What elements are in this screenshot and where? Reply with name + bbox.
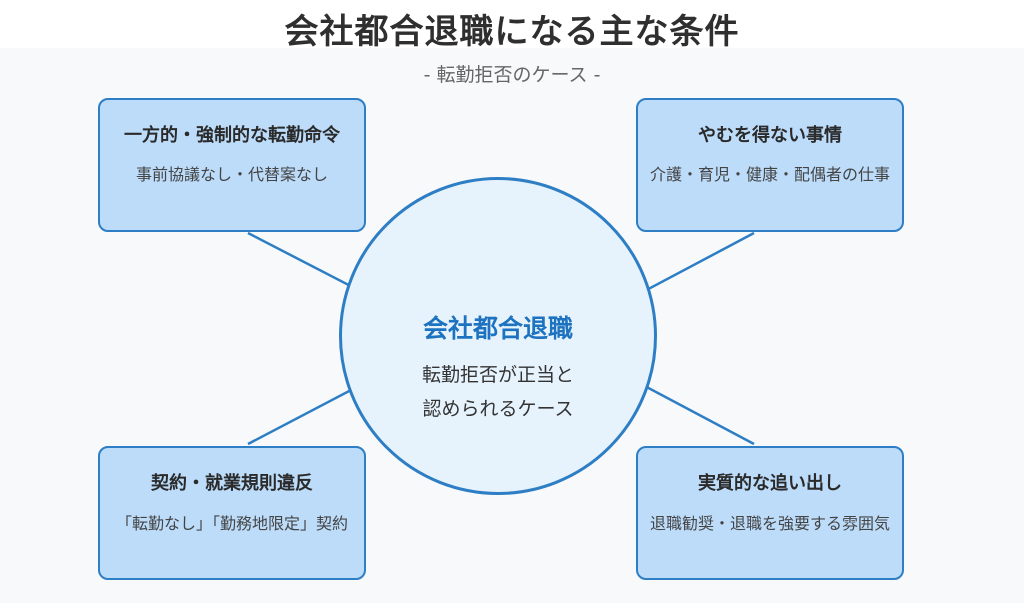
condition-title-contract-violation: 契約・就業規則違反 — [151, 473, 313, 494]
condition-title-forced-out: 実質的な追い出し — [698, 473, 842, 494]
page-title: 会社都合退職になる主な条件 — [284, 12, 740, 52]
condition-text-forced-out: 退職勧奨・退職を強要する雰囲気 — [649, 514, 890, 533]
page-subtitle: - 転勤拒否のケース - — [423, 64, 601, 86]
condition-box-unavoidable-circumstances — [636, 98, 904, 232]
center-description-line-2: 認められるケース — [422, 398, 574, 420]
condition-text-contract-violation: 「転勤なし」「勤務地限定」契約 — [115, 514, 348, 533]
condition-box-contract-violation — [98, 446, 366, 580]
condition-box-forced-transfer — [98, 98, 366, 232]
center-circle — [339, 177, 657, 495]
condition-box-forced-out — [636, 446, 904, 580]
condition-title-forced-transfer: 一方的・強制的な転勤命令 — [124, 125, 340, 146]
condition-text-forced-transfer: 事前協議なし・代替案なし — [135, 165, 328, 184]
condition-text-unavoidable-circumstances: 介護・育児・健康・配偶者の仕事 — [649, 165, 890, 184]
center-title: 会社都合退職 — [422, 314, 573, 343]
center-description-line-1: 転勤拒否が正当と — [421, 364, 574, 386]
condition-title-unavoidable-circumstances: やむを得ない事情 — [698, 125, 842, 146]
